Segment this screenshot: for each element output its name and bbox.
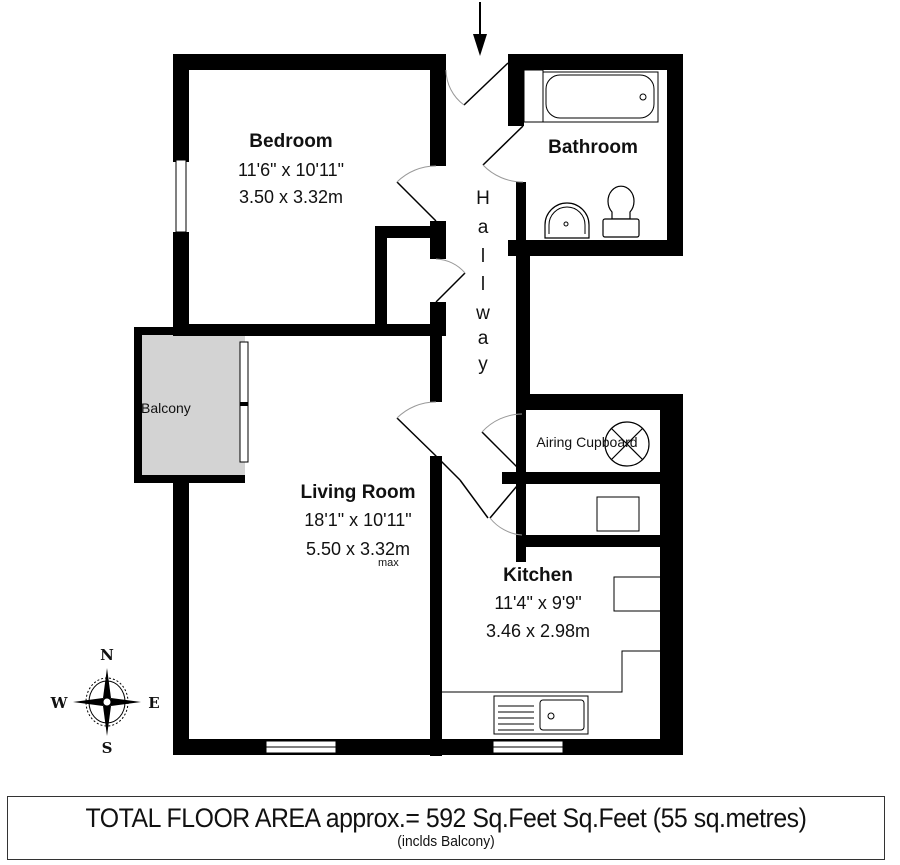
floor-plan: Balcony [50, 2, 683, 757]
area-note: (inclds Balcony) [397, 833, 495, 850]
bedroom-dim-metric: 3.50 x 3.32m [239, 187, 343, 207]
svg-text:l: l [481, 274, 485, 295]
bedroom-name: Bedroom [249, 131, 332, 152]
basin [544, 202, 590, 239]
living-room-name: Living Room [300, 482, 415, 503]
svg-text:H: H [476, 188, 490, 209]
total-floor-area: TOTAL FLOOR AREA approx.= 592 Sq.Feet Sq… [85, 803, 807, 833]
appliance-box [596, 496, 640, 532]
living-room-dim-metric: 5.50 x 3.32m [306, 539, 410, 559]
kitchen-name: Kitchen [503, 565, 573, 586]
bathroom-name: Bathroom [548, 137, 638, 158]
balcony-label: Balcony [141, 400, 191, 416]
svg-text:l: l [481, 246, 485, 267]
kitchen-dim-imperial: 11'4" x 9'9" [494, 593, 581, 613]
doors [396, 62, 524, 536]
total-area-box: TOTAL FLOOR AREA approx.= 592 Sq.Feet Sq… [7, 796, 885, 860]
toilet [602, 185, 640, 238]
hallway-label: H a l l w a y [475, 188, 490, 375]
compass-north: N [100, 646, 114, 664]
compass-rose-icon: N S W E [50, 646, 160, 757]
kitchen-dim-metric: 3.46 x 2.98m [486, 621, 590, 641]
svg-text:a: a [478, 328, 489, 349]
living-room-max-note: max [378, 557, 399, 569]
balcony: Balcony [134, 327, 249, 483]
water-tank [604, 421, 650, 467]
kitchen-units [442, 576, 660, 735]
svg-text:w: w [475, 303, 490, 324]
living-room-dim-imperial: 18'1" x 10'11" [304, 510, 411, 530]
compass-south: S [102, 739, 113, 757]
bedroom-dim-imperial: 11'6" x 10'11" [238, 160, 344, 180]
airing-cupboard-name: Airing Cupboard [536, 434, 637, 450]
entrance-arrow-icon [473, 2, 487, 56]
compass-east: E [148, 694, 159, 712]
bathtub [523, 69, 659, 123]
svg-text:y: y [478, 354, 488, 375]
compass-west: W [50, 694, 69, 712]
walls [173, 54, 683, 756]
svg-text:a: a [478, 217, 489, 238]
